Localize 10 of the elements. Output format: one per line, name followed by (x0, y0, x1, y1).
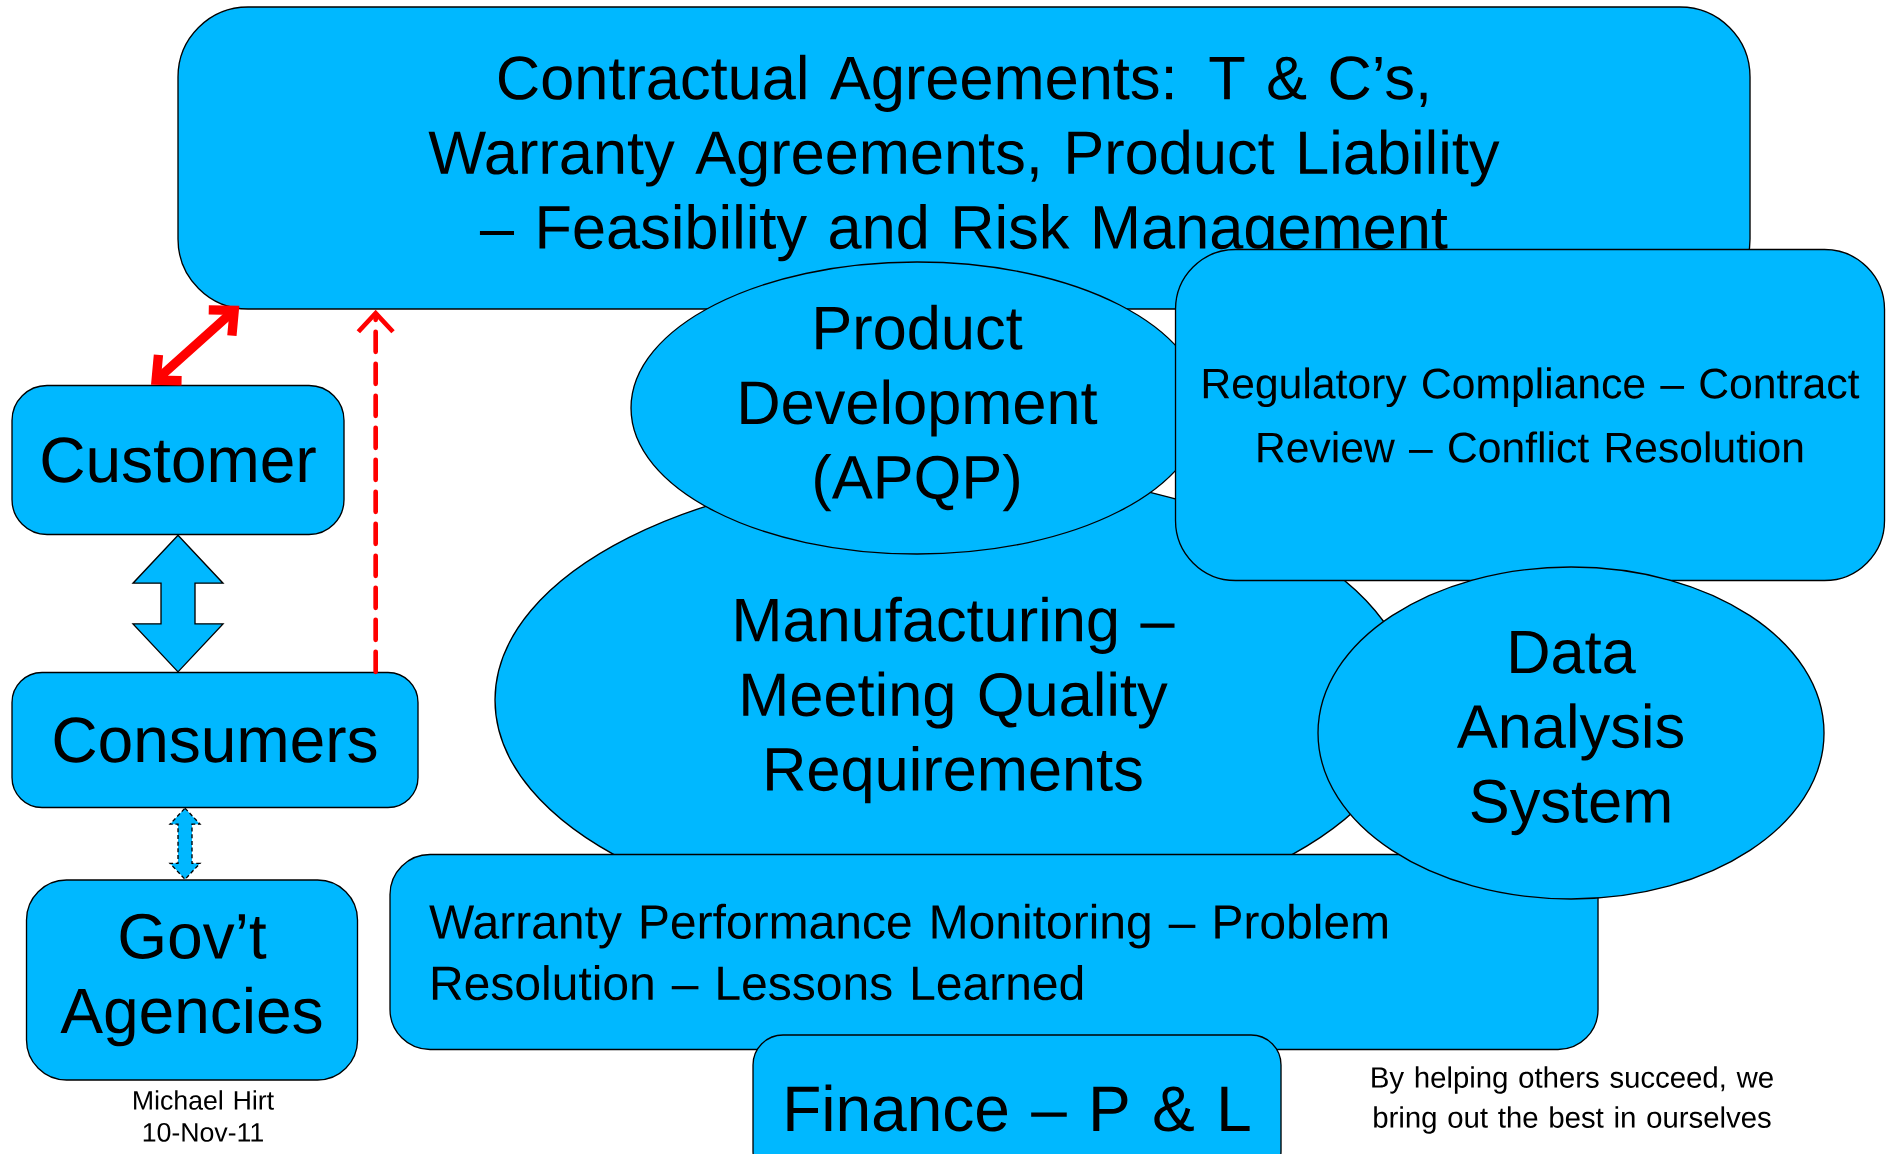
process-box: Finance – P & L (752, 1034, 1282, 1154)
process-box: Warranty Performance Monitoring – Problem Resolution – Lessons Learned (389, 853, 1599, 1051)
arrow (151, 305, 240, 386)
block-arrow (131, 534, 225, 673)
arrow (356, 309, 395, 675)
process-box: Gov’t Agencies (25, 879, 359, 1081)
block-arrow (168, 807, 202, 881)
note: By helping others succeed, we bring out the best in ourselves (1372, 1066, 1773, 1134)
process-box: Customer (11, 384, 345, 536)
process-box: Consumers (11, 671, 419, 809)
